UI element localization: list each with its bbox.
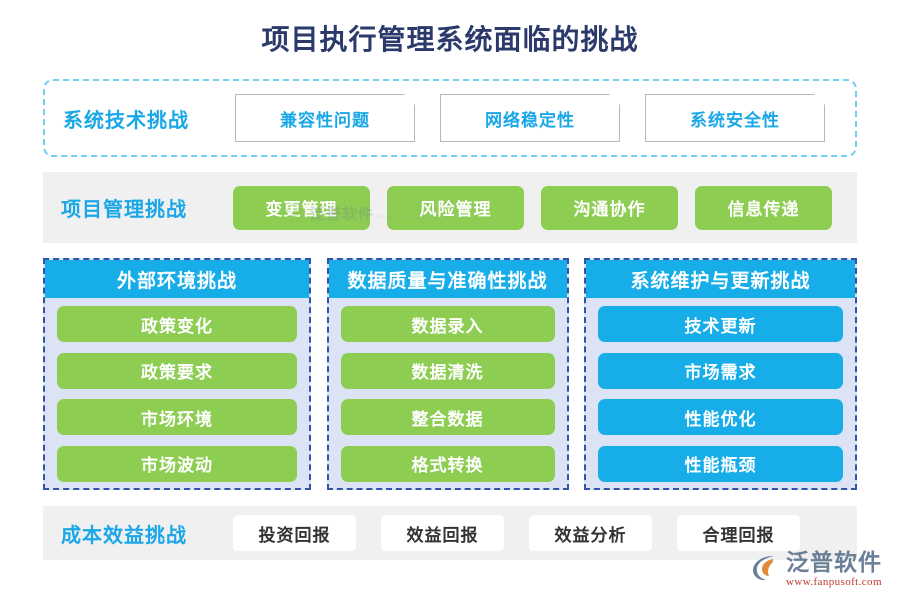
column-item-market-fluctuation[interactable]: 市场波动 xyxy=(57,445,297,482)
tech-item-list: 兼容性问题 网络稳定性 系统安全性 xyxy=(235,94,825,142)
brand-mark-icon xyxy=(751,553,781,583)
column-item-policy-change[interactable]: 政策变化 xyxy=(57,306,297,342)
brand-name: 泛普软件 xyxy=(786,550,882,575)
pm-item-communication[interactable]: 沟通协作 xyxy=(541,185,678,230)
column-header-system-maintenance: 系统维护与更新挑战 xyxy=(586,260,855,298)
column-header-external-environment: 外部环境挑战 xyxy=(45,260,309,298)
column-item-performance-bottleneck[interactable]: 性能瓶颈 xyxy=(598,445,843,482)
tech-item-network-stability[interactable]: 网络稳定性 xyxy=(440,94,620,142)
brand-url: www.fanpusoft.com xyxy=(786,576,882,588)
brand-text-wrap: 泛普软件 www.fanpusoft.com xyxy=(786,551,882,588)
cost-challenge-label: 成本效益挑战 xyxy=(61,524,187,547)
column-data-quality: 数据质量与准确性挑战 数据录入 数据清洗 整合数据 格式转换 xyxy=(326,258,569,490)
column-body-data-quality: 数据录入 数据清洗 整合数据 格式转换 xyxy=(329,298,567,488)
pm-item-list: 变更管理 风险管理 沟通协作 信息传递 xyxy=(233,185,832,230)
challenge-columns: 外部环境挑战 政策变化 政策要求 市场环境 市场波动 数据质量与准确性挑战 数据… xyxy=(43,258,857,490)
column-header-data-quality: 数据质量与准确性挑战 xyxy=(328,260,567,298)
tech-challenge-label: 系统技术挑战 xyxy=(63,109,189,132)
column-item-data-entry[interactable]: 数据录入 xyxy=(340,306,555,342)
pm-item-change-management[interactable]: 变更管理 xyxy=(233,185,370,230)
column-external-environment: 外部环境挑战 政策变化 政策要求 市场环境 市场波动 xyxy=(43,258,311,490)
column-item-policy-requirement[interactable]: 政策要求 xyxy=(57,352,297,389)
cost-item-reasonable-return[interactable]: 合理回报 xyxy=(677,515,800,551)
column-item-market-environment[interactable]: 市场环境 xyxy=(57,399,297,436)
tech-challenge-row: 系统技术挑战 兼容性问题 网络稳定性 系统安全性 xyxy=(43,79,857,157)
cost-item-list: 投资回报 效益回报 效益分析 合理回报 xyxy=(233,515,800,551)
cost-challenge-row: 成本效益挑战 投资回报 效益回报 效益分析 合理回报 xyxy=(43,506,857,560)
pm-item-information-transfer[interactable]: 信息传递 xyxy=(695,185,832,230)
column-item-performance-optimization[interactable]: 性能优化 xyxy=(598,399,843,436)
tech-item-compatibility[interactable]: 兼容性问题 xyxy=(235,94,415,142)
pm-item-risk-management[interactable]: 风险管理 xyxy=(387,185,524,230)
column-body-external-environment: 政策变化 政策要求 市场环境 市场波动 xyxy=(45,298,309,488)
column-body-system-maintenance: 技术更新 市场需求 性能优化 性能瓶颈 xyxy=(586,298,855,488)
column-item-format-conversion[interactable]: 格式转换 xyxy=(340,445,555,482)
column-item-market-demand[interactable]: 市场需求 xyxy=(598,352,843,389)
pm-challenge-row: 项目管理挑战 变更管理 风险管理 沟通协作 信息传递 xyxy=(43,172,857,243)
column-item-data-cleaning[interactable]: 数据清洗 xyxy=(340,352,555,389)
page-title: 项目执行管理系统面临的挑战 xyxy=(261,25,639,56)
tech-item-system-security[interactable]: 系统安全性 xyxy=(645,94,825,142)
column-item-technology-update[interactable]: 技术更新 xyxy=(598,306,843,342)
brand-logo: 泛普软件 www.fanpusoft.com xyxy=(751,551,882,588)
column-item-data-integration[interactable]: 整合数据 xyxy=(340,399,555,436)
column-system-maintenance: 系统维护与更新挑战 技术更新 市场需求 性能优化 性能瓶颈 xyxy=(584,258,857,490)
pm-challenge-label: 项目管理挑战 xyxy=(61,199,187,221)
cost-item-investment-return[interactable]: 投资回报 xyxy=(233,515,356,551)
cost-item-benefit-return[interactable]: 效益回报 xyxy=(381,515,504,551)
cost-item-benefit-analysis[interactable]: 效益分析 xyxy=(529,515,652,551)
